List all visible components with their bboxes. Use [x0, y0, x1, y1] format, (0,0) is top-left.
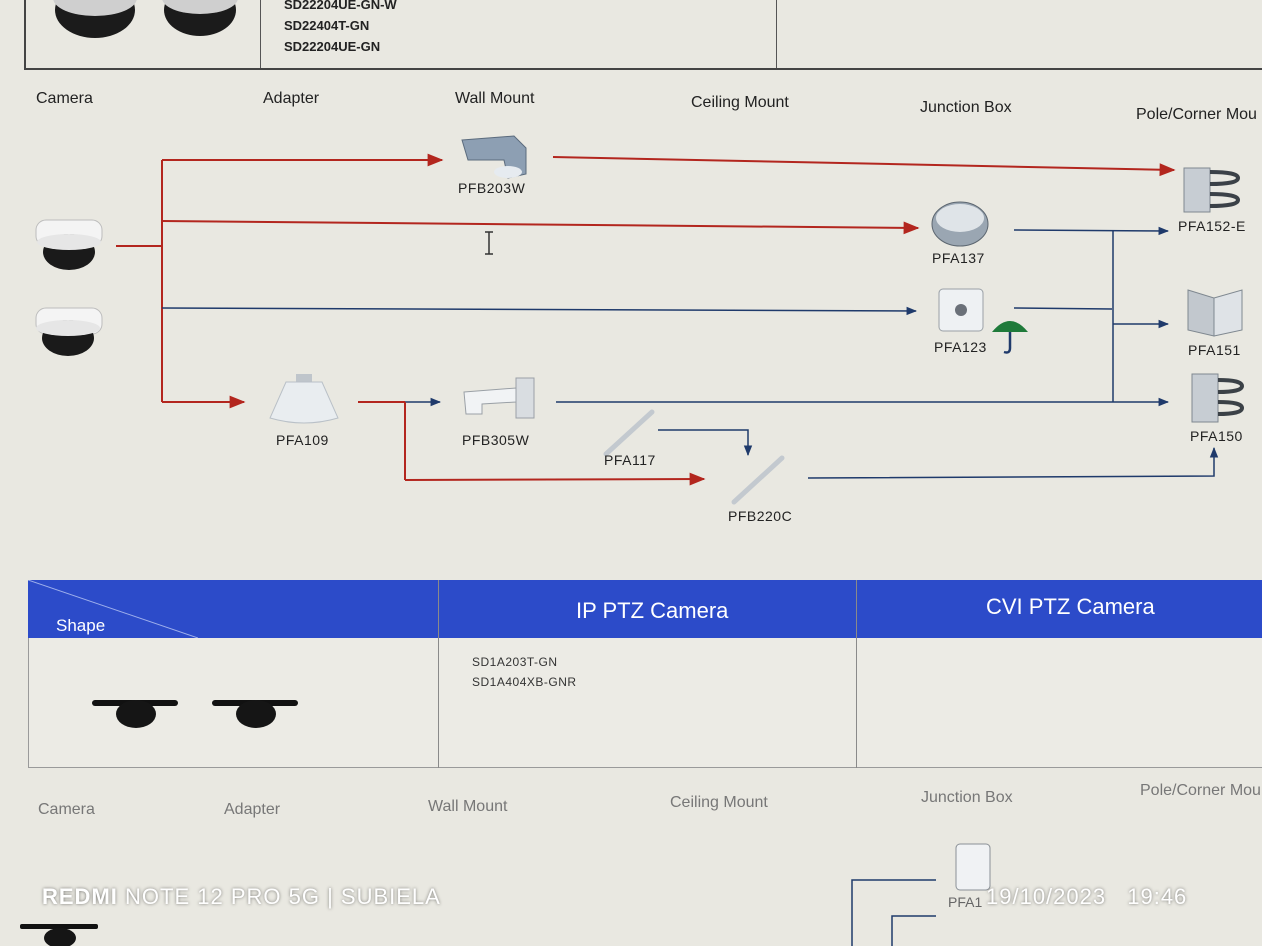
arrow-to-pfb220c: [404, 472, 706, 486]
junction-box-pfa137-image: [931, 201, 989, 247]
ip-ptz-title: IP PTZ Camera: [576, 598, 729, 623]
part-label-pfb220c: PFB220C: [728, 508, 793, 524]
ptz-camera-table: Shape IP PTZ Camera CVI PTZ Camera SD1A2…: [28, 580, 1262, 768]
table-divider: [776, 0, 777, 68]
part-label-pfa151: PFA151: [1188, 342, 1241, 358]
header-junction-box: Junction Box: [921, 789, 1013, 806]
arrow-pfb220c-to-pfa150: [807, 446, 1219, 479]
arrow-pfa137-to-pfa152e: [1013, 226, 1170, 236]
header-adapter: Adapter: [263, 90, 320, 107]
header-wall-mount: Wall Mount: [455, 90, 535, 107]
wall-mount-pfb203w-image: [461, 135, 527, 179]
shape-column-label: Shape: [56, 616, 106, 635]
watermark-date: 19/10/2023: [986, 884, 1107, 909]
table-divider: [438, 580, 439, 768]
corner-mount-pfa151-image: [1187, 289, 1243, 337]
wall-mount-pfb305w-image: [463, 377, 535, 419]
ceiling-pole-pfa117-image: [603, 409, 655, 457]
partial-diagram-bottom: [851, 843, 991, 946]
part-label-pfa137: PFA137: [932, 250, 985, 266]
arrow-to-pfa123: [161, 306, 918, 316]
arrow-to-pfa152e: [552, 156, 1176, 177]
part-label-pfb305w: PFB305W: [462, 432, 530, 448]
mount-connection-diagram: [116, 153, 1219, 486]
pole-mount-pfa150-image: [1191, 373, 1245, 423]
model-name: SD1A203T-GN: [472, 655, 558, 669]
arrow-pfa117-to-pfb220c: [658, 429, 753, 457]
ceiling-mount-pfb220c-image: [731, 455, 785, 505]
header-wall-mount: Wall Mount: [428, 798, 508, 815]
dome-camera-image: [35, 307, 103, 356]
model-name: SD1A404XB-GNR: [472, 675, 577, 689]
junction-box-pfa123-image: [938, 288, 984, 332]
header-diagonal: [28, 580, 198, 638]
watermark-time: 19:46: [1127, 884, 1188, 909]
model-name: SD22404T-GN: [284, 18, 370, 33]
header-ceiling-mount: Ceiling Mount: [670, 794, 768, 811]
part-label-pfa123: PFA123: [934, 339, 987, 355]
model-name: SD22204UE-GN: [284, 39, 381, 54]
timestamp-watermark: 19/10/2023 19:46: [986, 884, 1187, 910]
pole-mount-pfa152e-image: [1183, 167, 1241, 213]
ptz-camera-partial-image: [20, 924, 98, 946]
table-divider: [260, 0, 261, 68]
top-table: [24, 0, 1262, 70]
part-label-pfa117: PFA117: [604, 452, 656, 468]
part-label-pfa109: PFA109: [276, 432, 329, 448]
dome-camera-image: [35, 219, 103, 270]
arrow-to-pfa137: [161, 220, 920, 235]
model-name: SD22204UE-GN-W: [284, 0, 397, 12]
part-label-partial: PFA1: [948, 894, 983, 910]
table-divider: [856, 580, 857, 768]
watermark-device: NOTE 12 PRO 5G | SUBIELA: [125, 884, 441, 909]
header-adapter: Adapter: [224, 801, 281, 818]
device-watermark: REDMI NOTE 12 PRO 5G | SUBIELA: [42, 884, 441, 910]
header-camera: Camera: [36, 90, 93, 107]
part-label-pfb203w: PFB203W: [458, 180, 526, 196]
part-label-pfa152e: PFA152-E: [1178, 218, 1246, 234]
dome-cameras-top-image: [53, 0, 238, 38]
table-header-bar: [28, 580, 1262, 638]
text-cursor-icon: [485, 231, 493, 255]
header-pole-corner-mount: Pole/Corner Mou: [1136, 106, 1257, 123]
umbrella-icon: [992, 321, 1028, 354]
ptz-cameras-image: [92, 700, 298, 728]
cvi-ptz-title: CVI PTZ Camera: [986, 594, 1155, 619]
header-ceiling-mount: Ceiling Mount: [691, 94, 789, 111]
part-label-pfa150: PFA150: [1190, 428, 1243, 444]
header-camera: Camera: [38, 801, 95, 818]
top-model-list: SD22204UE-GN-W SD22404T-GN SD22204UE-GN: [284, 0, 397, 57]
ip-ptz-model-list: SD1A203T-GN SD1A404XB-GNR: [472, 652, 577, 692]
watermark-brand: REDMI: [42, 884, 118, 909]
connector-line: [1013, 307, 1113, 310]
header-pole-corner-mount: Pole/Corner Mou: [1140, 782, 1261, 799]
adapter-pfa109-image: [269, 374, 339, 424]
header-junction-box: Junction Box: [920, 99, 1012, 116]
